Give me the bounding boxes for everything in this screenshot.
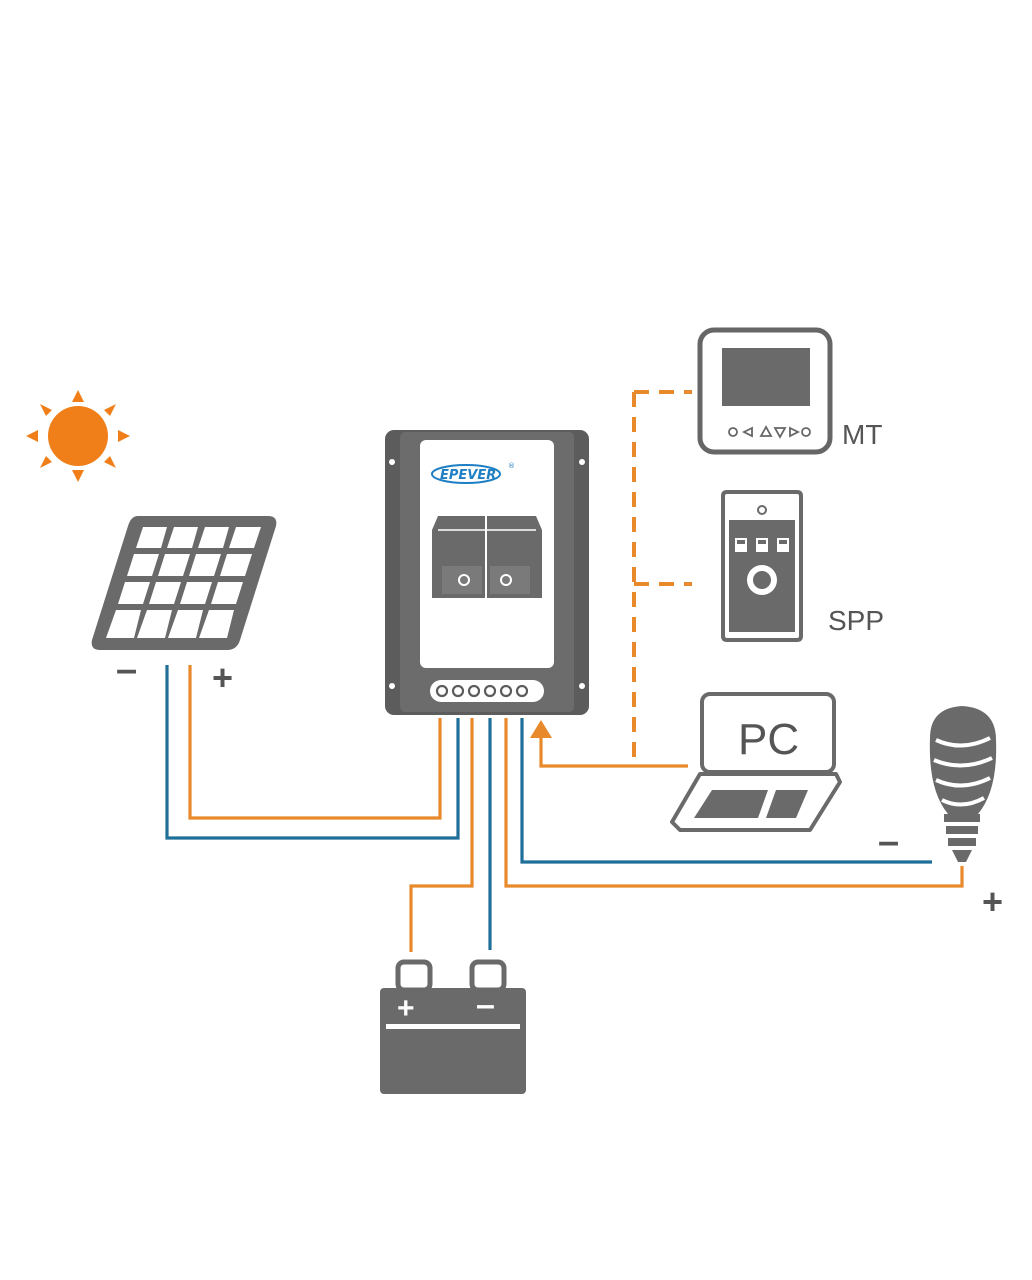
panel-minus-label: – (116, 649, 137, 691)
laptop-icon (670, 692, 842, 832)
battery-positive-wire (409, 718, 474, 952)
battery-icon (380, 959, 526, 1094)
comm-dashed-lines (632, 390, 692, 762)
panel-positive-wire (188, 665, 442, 820)
pc-label: PC (738, 715, 799, 764)
mt-label: MT (842, 419, 882, 450)
brand-name: EPEVER (440, 468, 496, 483)
charge-controller-icon (385, 430, 589, 715)
solar-panel-icon (91, 516, 277, 650)
panel-plus-label: + (212, 657, 233, 698)
spp-label: SPP (828, 605, 884, 636)
sun-icon (26, 390, 130, 482)
arrow-up-icon (530, 720, 552, 738)
spp-module-icon (721, 490, 803, 642)
pc-comm-wire (539, 736, 688, 768)
brand-trademark: ® (508, 462, 515, 470)
load-negative-wire (520, 718, 932, 864)
epever-logo: EPEVER ® (431, 462, 515, 484)
battery-minus-label: – (476, 986, 495, 1024)
load-minus-label: – (878, 821, 899, 863)
battery-plus-label: + (397, 992, 415, 1025)
light-bulb-icon (929, 706, 997, 862)
load-positive-wire (504, 718, 964, 888)
panel-negative-wire (165, 665, 460, 840)
load-plus-label: + (982, 881, 1003, 922)
mt-remote-meter-icon (697, 327, 833, 455)
